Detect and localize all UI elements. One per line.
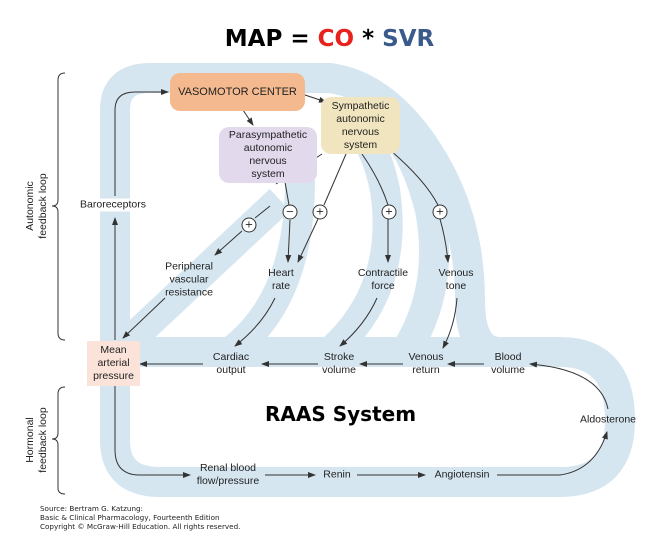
autonomic-feedback-loop-label: Autonomic feedback loop: [24, 173, 49, 239]
side-braces: [51, 72, 66, 495]
band-contractile: [319, 108, 403, 364]
parasympathetic-box: Parasympathetic autonomic nervous system: [219, 127, 317, 183]
venous-return-label: Venous return: [408, 351, 444, 376]
pvr-label: Peripheral vascular resistance: [165, 260, 213, 299]
arrow-symp-to-vtone: [389, 149, 439, 206]
cardiac-output-label: Cardiac output: [212, 351, 250, 376]
formula-svr: SVR: [382, 26, 435, 52]
plus-sign-venous-tone: +: [432, 204, 448, 220]
hormonal-feedback-loop-label: Hormonal feedback loop: [24, 407, 49, 473]
arrow-angio-to-aldo: [497, 431, 608, 476]
plus-sign-pvr: +: [241, 217, 257, 233]
arrow-hr-to-co: [234, 297, 276, 347]
venous-tone-label: Venous tone: [438, 267, 474, 292]
arrow-pvr-sign-to-pvr: [214, 230, 243, 256]
arrow-baro-to-vasomotor: [114, 89, 169, 196]
arrows: [112, 89, 609, 478]
renal-blood-flow-label: Renal blood flow/pressure: [196, 462, 260, 487]
arrow-plus-to-hr: [297, 218, 319, 263]
arrow-minus-to-hr: [285, 219, 292, 263]
band-hormonal: [100, 337, 636, 497]
arrow-symp-to-contr: [361, 153, 389, 206]
stroke-volume-label: Stroke volume: [322, 351, 356, 376]
band-venous: [374, 109, 450, 361]
arrow-pvr-to-map: [122, 297, 166, 339]
heart-rate-label: Heart rate: [268, 267, 294, 292]
renin-label: Renin: [323, 468, 351, 481]
arrow-plus-to-vtone: [439, 218, 451, 263]
band-left-top: [100, 63, 502, 367]
line-pvr-to-plus: [254, 205, 271, 219]
arrow-para-to-minus: [284, 181, 290, 206]
aldosterone-label: Aldosterone: [579, 413, 637, 426]
arrow-contr-to-sv: [339, 297, 378, 347]
brace-autonomic: [51, 72, 66, 341]
mean-arterial-pressure-box: Mean arterial pressure: [87, 341, 140, 386]
minus-sign-heart-rate: −: [282, 204, 298, 220]
formula-equals: =: [290, 26, 310, 52]
baroreceptors-label: Baroreceptors: [80, 198, 146, 212]
formula-co: CO: [317, 26, 355, 52]
brace-hormonal: [51, 386, 66, 495]
blood-volume-label: Blood volume: [491, 351, 525, 376]
formula-times: *: [362, 26, 375, 52]
arrow-map-to-renal: [114, 386, 191, 478]
plus-sign-contractile: +: [381, 204, 397, 220]
formula-title: MAP = CO * SVR: [0, 26, 659, 52]
raas-system-label: RAAS System: [265, 402, 417, 426]
vasomotor-center-box: VASOMOTOR CENTER: [170, 73, 305, 111]
sympathetic-box: Sympathetic autonomic nervous system: [321, 97, 400, 154]
arrow-symp-to-hr-plus: [323, 153, 347, 206]
loop-bands: [100, 63, 636, 497]
contractile-force-label: Contractile force: [357, 267, 409, 292]
formula-map: MAP: [224, 26, 283, 52]
arrow-aldo-to-bv: [529, 361, 609, 410]
plus-sign-heart-rate: +: [312, 204, 328, 220]
arrow-vtone-to-vr: [442, 297, 458, 349]
band-heart-rate: [220, 179, 315, 365]
arrow-vaso-to-para: [242, 109, 254, 126]
source-citation: Source: Bertram G. Katzung: Basic & Clin…: [40, 504, 241, 531]
angiotensin-label: Angiotensin: [434, 468, 490, 481]
